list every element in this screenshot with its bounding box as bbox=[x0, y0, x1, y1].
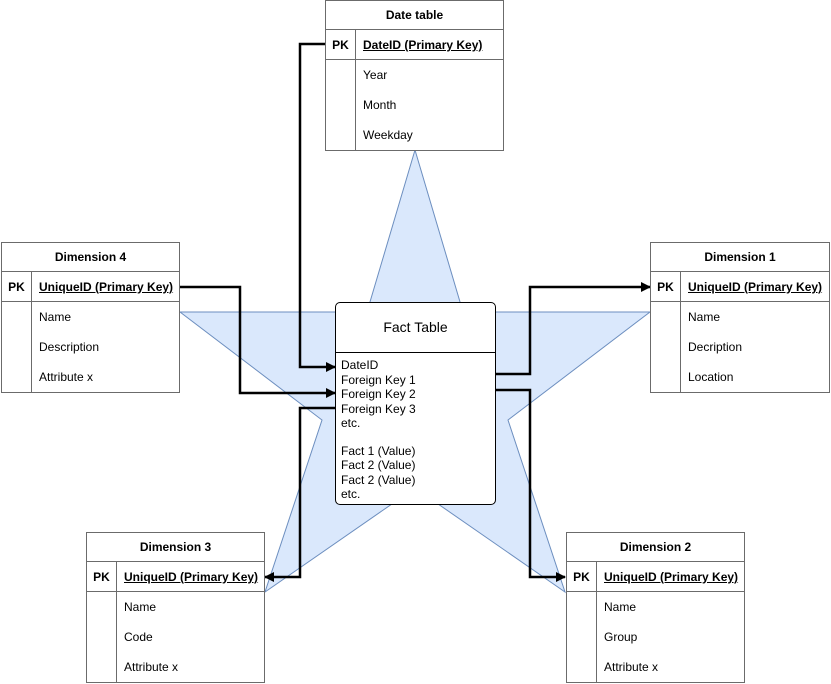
dimension-1-pk-field: UniqueID (Primary Key) bbox=[688, 280, 823, 294]
dimension-3-row: Code bbox=[87, 622, 264, 652]
fact-table-key-foreign-3: Foreign Key 3 bbox=[341, 401, 416, 416]
dimension-1-pk-row: PK UniqueID (Primary Key) bbox=[651, 272, 829, 302]
dimension-3-row: Name bbox=[87, 592, 264, 622]
date-table-pk-row: PK DateID (Primary Key) bbox=[326, 30, 503, 60]
dimension-1-field-location: Location bbox=[688, 370, 734, 384]
dimension-4-pk-row: PK UniqueID (Primary Key) bbox=[2, 272, 179, 302]
dimension-3-field-code: Code bbox=[124, 630, 153, 644]
fact-table-key-dateid: DateID bbox=[341, 358, 379, 372]
dimension-4-field-attribute: Attribute x bbox=[39, 370, 94, 384]
dimension-2-row: Attribute x bbox=[567, 652, 744, 682]
dimension-1-field-name: Name bbox=[688, 310, 721, 324]
dimension-4-field-description: Description bbox=[39, 340, 100, 354]
date-table-title: Date table bbox=[326, 1, 503, 30]
date-table[interactable]: Date table PK DateID (Primary Key) Year … bbox=[325, 0, 504, 151]
date-table-field-year: Year bbox=[363, 68, 388, 82]
dimension-4-key-cell bbox=[2, 362, 32, 392]
fact-table-body: DateID Foreign Key 1 Foreign Key 2 Forei… bbox=[336, 353, 495, 502]
date-table-pk-field: DateID (Primary Key) bbox=[363, 38, 483, 52]
dimension-3-pk-field: UniqueID (Primary Key) bbox=[124, 570, 259, 584]
connector-dim4-to-fact bbox=[180, 285, 336, 398]
dimension-1-table[interactable]: Dimension 1 PK UniqueID (Primary Key) Na… bbox=[650, 242, 830, 393]
dimension-1-row: Name bbox=[651, 302, 829, 332]
dimension-3-field-name: Name bbox=[124, 600, 157, 614]
date-table-row: Weekday bbox=[326, 120, 503, 150]
date-table-key-cell bbox=[326, 60, 356, 90]
fact-table-fact-3: Fact 2 (Value) bbox=[341, 472, 416, 487]
dimension-3-key-cell bbox=[87, 592, 117, 622]
date-table-key-cell bbox=[326, 90, 356, 120]
dimension-1-key-cell bbox=[651, 332, 681, 362]
fact-table-title: Fact Table bbox=[336, 303, 495, 353]
dimension-4-pk-field: UniqueID (Primary Key) bbox=[39, 280, 174, 294]
fact-table-spacer bbox=[341, 431, 495, 444]
connector-fact-to-dim2 bbox=[496, 388, 566, 582]
dimension-4-key-cell bbox=[2, 332, 32, 362]
dimension-3-key-cell bbox=[87, 652, 117, 682]
dimension-4-row: Name bbox=[2, 302, 179, 332]
dimension-3-field-attribute: Attribute x bbox=[124, 660, 179, 674]
fact-table-key-foreign-2: Foreign Key 2 bbox=[341, 387, 416, 401]
date-table-key-cell bbox=[326, 120, 356, 150]
fact-table-key-foreign-1: Foreign Key 1 bbox=[341, 372, 416, 387]
fact-table-fact-2: Fact 2 (Value) bbox=[341, 458, 416, 472]
date-table-row: Month bbox=[326, 90, 503, 120]
dimension-2-row: Name bbox=[567, 592, 744, 622]
dimension-1-title: Dimension 1 bbox=[651, 243, 829, 272]
dimension-2-pk-label: PK bbox=[567, 562, 597, 591]
dimension-1-field-description: Decription bbox=[688, 340, 743, 354]
dimension-2-field-name: Name bbox=[604, 600, 637, 614]
dimension-3-key-cell bbox=[87, 622, 117, 652]
dimension-3-table[interactable]: Dimension 3 PK UniqueID (Primary Key) Na… bbox=[86, 532, 265, 683]
fact-table-fact-etc: etc. bbox=[341, 487, 361, 501]
dimension-1-row: Decription bbox=[651, 332, 829, 362]
connector-fact-to-dim1 bbox=[496, 282, 651, 376]
dimension-4-row: Attribute x bbox=[2, 362, 179, 392]
dimension-1-pk-label: PK bbox=[651, 272, 681, 301]
dimension-2-pk-field: UniqueID (Primary Key) bbox=[604, 570, 739, 584]
dimension-4-row: Description bbox=[2, 332, 179, 362]
dimension-4-title: Dimension 4 bbox=[2, 243, 179, 272]
dimension-2-title: Dimension 2 bbox=[567, 533, 744, 562]
dimension-4-pk-label: PK bbox=[2, 272, 32, 301]
dimension-2-row: Group bbox=[567, 622, 744, 652]
date-table-field-month: Month bbox=[363, 98, 397, 112]
dimension-3-pk-row: PK UniqueID (Primary Key) bbox=[87, 562, 264, 592]
dimension-3-row: Attribute x bbox=[87, 652, 264, 682]
dimension-3-title: Dimension 3 bbox=[87, 533, 264, 562]
fact-table[interactable]: Fact Table DateID Foreign Key 1 Foreign … bbox=[335, 302, 496, 505]
dimension-1-key-cell bbox=[651, 302, 681, 332]
date-table-field-weekday: Weekday bbox=[363, 128, 413, 142]
connector-date-to-fact bbox=[298, 42, 336, 372]
dimension-3-pk-label: PK bbox=[87, 562, 117, 591]
dimension-2-key-cell bbox=[567, 622, 597, 652]
dimension-2-field-attribute: Attribute x bbox=[604, 660, 659, 674]
connector-fact-to-dim3 bbox=[264, 406, 335, 582]
dimension-2-field-group: Group bbox=[604, 630, 638, 644]
dimension-4-key-cell bbox=[2, 302, 32, 332]
fact-table-fact-1: Fact 1 (Value) bbox=[341, 443, 416, 458]
dimension-2-table[interactable]: Dimension 2 PK UniqueID (Primary Key) Na… bbox=[566, 532, 745, 683]
fact-table-key-etc: etc. bbox=[341, 416, 361, 430]
dimension-1-row: Location bbox=[651, 362, 829, 392]
dimension-4-field-name: Name bbox=[39, 310, 72, 324]
dimension-2-pk-row: PK UniqueID (Primary Key) bbox=[567, 562, 744, 592]
dimension-4-table[interactable]: Dimension 4 PK UniqueID (Primary Key) Na… bbox=[1, 242, 180, 393]
date-table-row: Year bbox=[326, 60, 503, 90]
dimension-1-key-cell bbox=[651, 362, 681, 392]
dimension-2-key-cell bbox=[567, 592, 597, 622]
dimension-2-key-cell bbox=[567, 652, 597, 682]
date-table-pk-label: PK bbox=[326, 30, 356, 59]
